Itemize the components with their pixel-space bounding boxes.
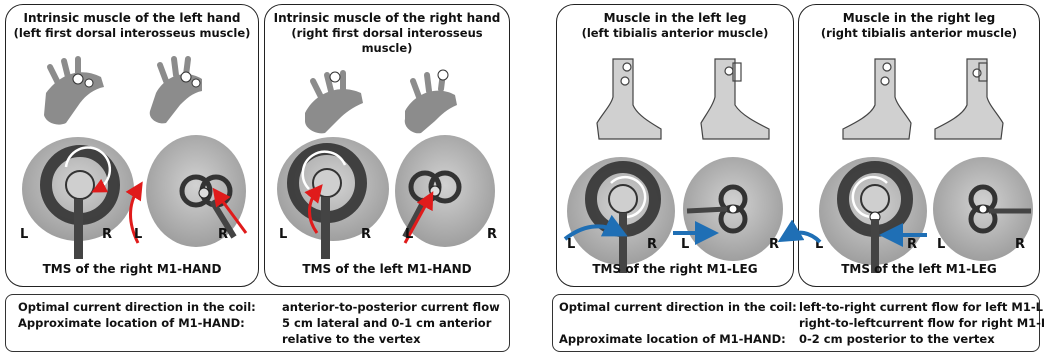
left-label: L [405, 227, 413, 242]
hand-illustrations [265, 53, 511, 143]
current-arrow [788, 233, 820, 242]
leg-illustrations [557, 53, 795, 153]
coil-handle [74, 199, 83, 259]
info-value: right-to-leftcurrent flow for right M1-L… [799, 316, 1044, 331]
right-label: R [487, 227, 497, 242]
right-label: R [218, 227, 228, 242]
panel-caption: TMS of the right M1-LEG [557, 262, 793, 276]
brain-illustrations [6, 133, 260, 263]
panel-title: Intrinsic muscle of the right hand (righ… [265, 11, 509, 56]
leg-illustrations [799, 53, 1041, 153]
coil-handle [687, 209, 727, 211]
foot-icon [843, 59, 911, 139]
panel-title: Muscle in the left leg (left tibialis an… [557, 11, 793, 41]
panel-right-hand: Intrinsic muscle of the right hand (righ… [264, 4, 510, 287]
right-label: R [647, 237, 657, 252]
hand-icon [305, 72, 363, 133]
panel-caption: TMS of the left M1-HAND [265, 262, 509, 276]
left-label: L [134, 227, 142, 242]
left-label: L [681, 237, 689, 252]
hand-icon [150, 59, 202, 123]
foot-icon [701, 59, 769, 139]
panel-title-line2: (left tibialis anterior muscle) [557, 26, 793, 41]
info-label: Approximate location of M1-HAND: [18, 316, 245, 331]
left-label: L [567, 237, 575, 252]
left-label: L [937, 237, 945, 252]
info-value: 0-2 cm posterior to the vertex [799, 332, 995, 347]
right-label: R [102, 227, 112, 242]
panel-left-hand: Intrinsic muscle of the left hand (left … [5, 4, 259, 287]
connector-arrow [776, 222, 836, 262]
hand-icon [44, 59, 104, 125]
panel-caption: TMS of the left M1-LEG [799, 262, 1039, 276]
info-value: relative to the vertex [282, 332, 420, 347]
info-label: Optimal current direction in the coil: [559, 300, 797, 315]
brain-illustrations [557, 155, 795, 275]
left-label: L [279, 227, 287, 242]
panel-title-line2: (right tibialis anterior muscle) [799, 26, 1039, 41]
info-label: Optimal current direction in the coil: [18, 300, 256, 315]
foot-icon [597, 59, 661, 139]
info-value: anterior-to-posterior current flow [282, 300, 500, 315]
panel-title: Muscle in the right leg (right tibialis … [799, 11, 1039, 41]
info-box-hand: Optimal current direction in the coil: a… [5, 294, 510, 352]
panel-caption: TMS of the right M1-HAND [6, 262, 258, 276]
hand-icon [405, 70, 457, 133]
right-label: R [1015, 237, 1025, 252]
info-value: left-to-right current flow for left M1-L… [799, 300, 1044, 315]
foot-icon [935, 59, 1003, 139]
info-box-leg: Optimal current direction in the coil: l… [552, 294, 1040, 352]
panel-left-leg: Muscle in the left leg (left tibialis an… [556, 4, 794, 287]
panel-title-line1: Muscle in the left leg [557, 11, 793, 26]
info-label: Approximate location of M1-HAND: [559, 332, 786, 347]
panel-title-line1: Muscle in the right leg [799, 11, 1039, 26]
panel-title-line2: (right first dorsal interosseus muscle) [265, 26, 509, 56]
right-label: R [907, 237, 917, 252]
coil-handle [321, 197, 330, 259]
info-value: 5 cm lateral and 0-1 cm anterior [282, 316, 491, 331]
panel-title-line1: Intrinsic muscle of the left hand [6, 11, 258, 26]
left-label: L [20, 227, 28, 242]
brain-illustrations [265, 133, 511, 263]
panel-title-line1: Intrinsic muscle of the right hand [265, 11, 509, 26]
right-label: R [361, 227, 371, 242]
panel-title-line2: (left first dorsal interosseus muscle) [6, 26, 258, 41]
hand-illustrations [6, 53, 260, 143]
panel-title: Intrinsic muscle of the left hand (left … [6, 11, 258, 41]
